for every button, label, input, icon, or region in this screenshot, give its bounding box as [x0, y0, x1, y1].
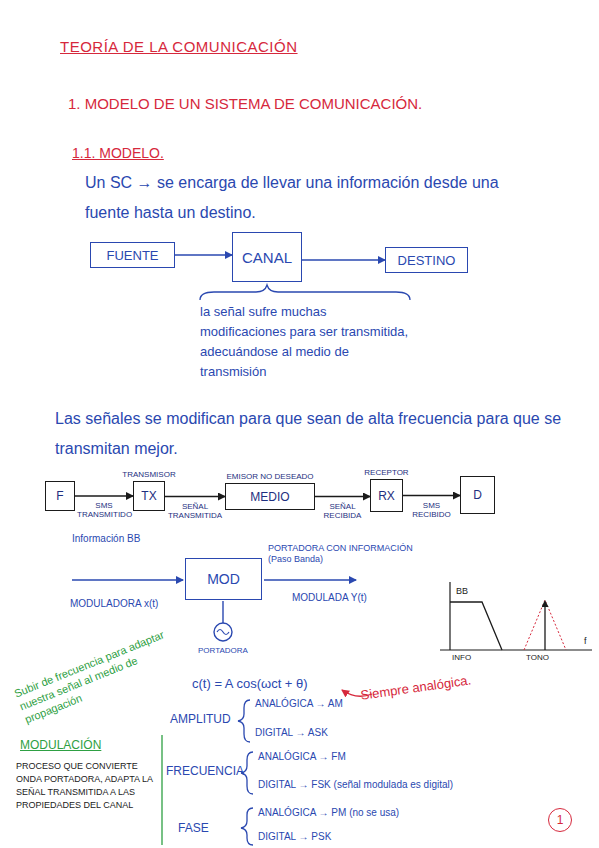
curly-bracket [241, 808, 253, 845]
baseband-spectrum [450, 602, 502, 650]
type-label: ANALÓGICA → FM [258, 751, 458, 764]
annotation: Siempre analógica. [360, 664, 531, 704]
oscillator-symbol [214, 623, 232, 641]
formula: c(t) = A cos(ωct + θ) [192, 676, 412, 692]
box-label: CANAL [242, 249, 292, 266]
term-heading: MODULACIÓN [20, 738, 150, 753]
brace [200, 285, 410, 300]
box-label: F [56, 489, 63, 503]
transmitter-box: TRANSMISORTX [133, 481, 165, 511]
page-number: 1 [548, 808, 572, 832]
box-heading: RECEPTOR [352, 468, 422, 477]
channel-box: CANAL [232, 232, 302, 282]
section-heading: 1. MODELO DE UN SISTEMA DE COMUNICACIÓN. [68, 95, 498, 114]
box-label: RX [378, 489, 395, 503]
signal-name: PORTADORA CON INFORMACIÓN (Paso Banda) [268, 543, 428, 566]
category-label: AMPLITUD [170, 712, 240, 727]
edge-label: SMS TRANSMITIDO [77, 501, 131, 519]
connector [315, 496, 370, 497]
definition-text: PROCESO QUE CONVIERTE ONDA PORTADORA, AD… [16, 760, 156, 812]
type-label: ANALÓGICA → PM (no se usa) [258, 807, 478, 820]
tone-arrow [544, 606, 545, 650]
modulator-box: MOD [185, 558, 262, 600]
axis [449, 582, 450, 650]
edge-label: SEÑAL TRANSMITIDA [167, 502, 223, 520]
axis-label: INFO [452, 653, 492, 663]
input-arrow [72, 579, 183, 580]
axis-label: f [584, 636, 596, 647]
box-label: MEDIO [250, 490, 289, 504]
connector [175, 254, 232, 255]
margin-note: Subir de frecuencia para adaptar nuestra… [12, 626, 181, 727]
connector [165, 496, 225, 497]
box-label: 1 [557, 813, 564, 827]
axis-label: BB [456, 586, 486, 597]
category-label: FASE [178, 821, 238, 836]
carrier-wire [222, 601, 223, 623]
connector [302, 259, 385, 260]
type-label: DIGITAL → FSK (señal modulada es digital… [258, 779, 508, 792]
signal-name: MODULADA Y(t) [292, 592, 402, 605]
signal-name: PORTADORA [198, 646, 278, 656]
destination-box: DESTINO [385, 247, 468, 273]
source-box: F [45, 481, 75, 511]
type-label: DIGITAL → PSK [258, 831, 458, 844]
box-label: MOD [207, 571, 240, 587]
sine-symbol [217, 630, 229, 635]
box-label: TX [141, 489, 156, 503]
edge-label: SEÑAL RECIBIDA [317, 502, 368, 520]
note-text: Las señales se modifican para que sean d… [55, 404, 575, 464]
medium-box: EMISOR NO DESEADOMEDIO [225, 483, 315, 510]
category-label: FRECUENCIA [166, 764, 242, 779]
box-label: D [473, 488, 482, 502]
subsection-heading: 1.1. MODELO. [72, 145, 232, 163]
type-label: ANALÓGICA → AM [255, 698, 455, 711]
bracket-line [161, 735, 162, 845]
connector [403, 495, 460, 496]
curly-bracket [238, 700, 250, 742]
signal-name: MODULADORA x(t) [70, 598, 185, 611]
axis-label: TONO [526, 653, 566, 663]
box-heading: TRANSMISOR [114, 470, 184, 479]
page-title: TEORÍA DE LA COMUNICACIÓN [60, 38, 400, 57]
type-label: DIGITAL → ASK [255, 727, 455, 740]
connector [75, 495, 133, 496]
signal-name: Información BB [72, 533, 172, 546]
axis [440, 649, 592, 650]
bandpass-spectrum [524, 600, 566, 650]
output-arrow [264, 579, 356, 580]
box-label: FUENTE [107, 248, 159, 263]
box-label: DESTINO [398, 253, 456, 268]
note-text: Un SC → se encarga de llevar una informa… [85, 168, 525, 228]
box-heading: EMISOR NO DESEADO [215, 472, 325, 481]
note-text: la señal sufre muchas modificaciones par… [200, 302, 415, 382]
receiver-box: RECEPTORRX [370, 479, 403, 512]
destination-box: D [460, 476, 495, 514]
edge-label: SMS RECIBIDO [405, 501, 458, 519]
curly-bracket [241, 752, 253, 794]
source-box: FUENTE [90, 242, 175, 268]
